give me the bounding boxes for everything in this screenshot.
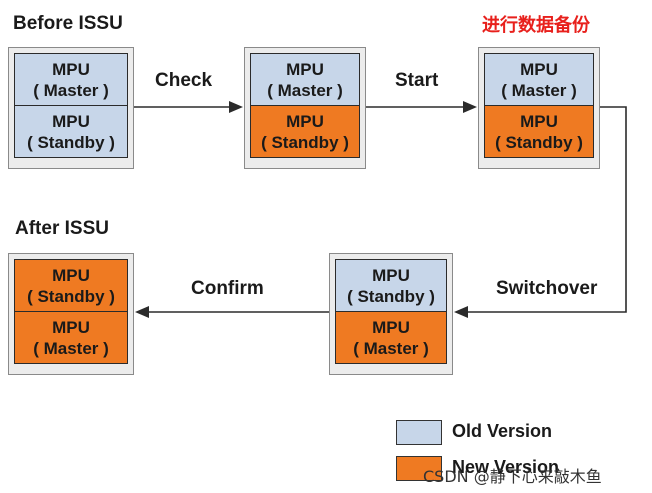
mpu-master-cell: MPU ( Master ): [14, 53, 128, 106]
mpu-master-cell: MPU ( Master ): [484, 53, 594, 106]
arrowhead-start: [463, 101, 477, 113]
mpu-role: ( Standby ): [27, 132, 115, 152]
mpu-card-switchover: MPU ( Standby ) MPU ( Master ): [329, 253, 453, 375]
before-issu-label: Before ISSU: [13, 13, 123, 34]
mpu-card-after: MPU ( Standby ) MPU ( Master ): [8, 253, 134, 375]
step-switchover-label: Switchover: [496, 278, 598, 299]
mpu-standby-cell: MPU ( Standby ): [335, 259, 447, 312]
step-check-label: Check: [155, 70, 213, 91]
mpu-name: MPU: [372, 265, 410, 285]
mpu-role: ( Master ): [501, 80, 577, 100]
arrowhead-switchover: [454, 306, 468, 318]
mpu-name: MPU: [286, 59, 324, 79]
legend-new-label: New Version: [452, 457, 560, 477]
mpu-role: ( Master ): [33, 80, 109, 100]
mpu-name: MPU: [52, 111, 90, 131]
mpu-name: MPU: [372, 317, 410, 337]
mpu-card-check: MPU ( Master ) MPU ( Standby ): [244, 47, 366, 169]
mpu-name: MPU: [52, 59, 90, 79]
mpu-name: MPU: [520, 111, 558, 131]
arrow-switchover: [465, 106, 627, 313]
mpu-name: MPU: [520, 59, 558, 79]
mpu-standby-cell: MPU ( Standby ): [250, 105, 360, 158]
mpu-role: ( Standby ): [27, 286, 115, 306]
data-backup-label: 进行数据备份: [482, 15, 590, 36]
mpu-standby-cell: MPU ( Standby ): [14, 105, 128, 158]
mpu-standby-cell: MPU ( Standby ): [14, 259, 128, 312]
mpu-name: MPU: [52, 265, 90, 285]
mpu-role: ( Master ): [33, 338, 109, 358]
mpu-name: MPU: [52, 317, 90, 337]
mpu-card-start: MPU ( Master ) MPU ( Standby ): [478, 47, 600, 169]
legend-new-swatch: [396, 456, 442, 481]
mpu-master-cell: MPU ( Master ): [250, 53, 360, 106]
arrowhead-check: [229, 101, 243, 113]
legend-old-swatch: [396, 420, 442, 445]
mpu-role: ( Master ): [353, 338, 429, 358]
mpu-master-cell: MPU ( Master ): [14, 311, 128, 364]
legend-old-label: Old Version: [452, 421, 553, 441]
mpu-card-before: MPU ( Master ) MPU ( Standby ): [8, 47, 134, 169]
mpu-role: ( Standby ): [347, 286, 435, 306]
mpu-role: ( Standby ): [495, 132, 583, 152]
arrowhead-confirm: [135, 306, 149, 318]
mpu-standby-cell: MPU ( Standby ): [484, 105, 594, 158]
mpu-role: ( Standby ): [261, 132, 349, 152]
after-issu-label: After ISSU: [15, 218, 109, 239]
csdn-watermark: CSDN @静下心来敲木鱼: [423, 467, 602, 486]
mpu-name: MPU: [286, 111, 324, 131]
step-confirm-label: Confirm: [191, 278, 264, 299]
mpu-role: ( Master ): [267, 80, 343, 100]
step-start-label: Start: [395, 70, 439, 91]
mpu-master-cell: MPU ( Master ): [335, 311, 447, 364]
